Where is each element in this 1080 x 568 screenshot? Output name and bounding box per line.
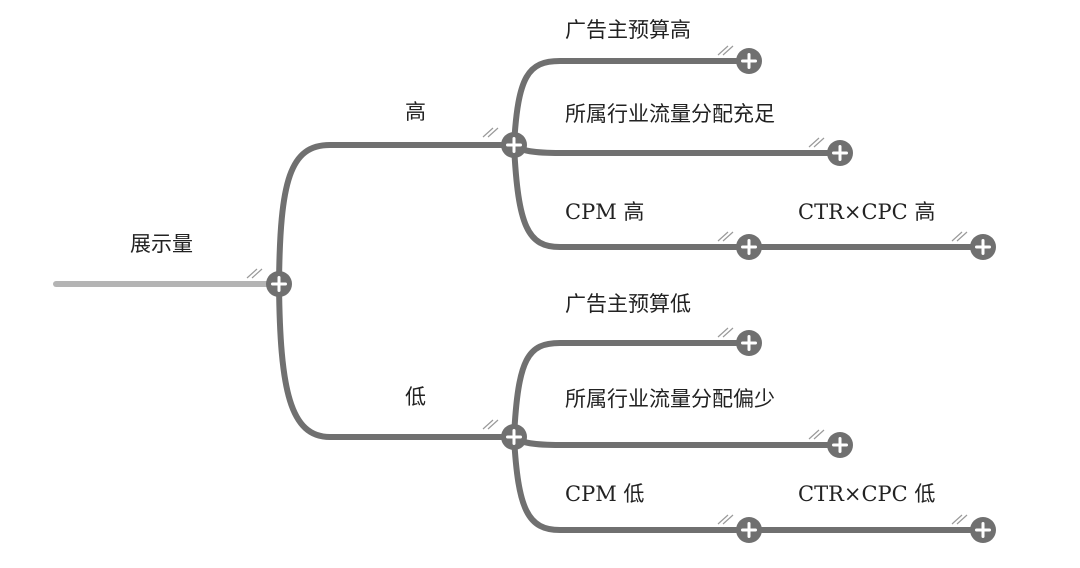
low-ctr-double-slash-icon [951, 514, 968, 525]
high-ctr-expand-icon[interactable] [970, 234, 996, 260]
high-traffic-expand-icon[interactable] [827, 140, 853, 166]
high-cpm-sub-label: CTR×CPC 高 [798, 200, 936, 224]
low-child-cpm-label: CPM 低 [565, 482, 645, 506]
high-cpm-double-slash-icon [717, 231, 734, 242]
low-child-traffic-label: 所属行业流量分配偏少 [565, 387, 775, 411]
low-branch-expand-icon[interactable] [501, 424, 527, 450]
connector-root-low [276, 281, 505, 440]
root-label: 展示量 [130, 232, 193, 256]
high-ctr-double-slash-icon [951, 231, 968, 242]
root-double-slash-icon [246, 268, 263, 279]
low-traffic-expand-icon[interactable] [827, 432, 853, 458]
high-budget-double-slash-icon [717, 45, 734, 56]
low-connector-budget [511, 340, 740, 440]
high-connector-traffic [511, 142, 831, 156]
high-connector-budget [511, 58, 740, 148]
high-branch-expand-icon[interactable] [501, 132, 527, 158]
low-traffic-double-slash-icon [808, 429, 825, 440]
connector-root-high [276, 142, 505, 287]
high-traffic-double-slash-icon [808, 137, 825, 148]
root-expand-icon[interactable] [266, 271, 292, 297]
low-budget-expand-icon[interactable] [736, 330, 762, 356]
low-ctr-expand-icon[interactable] [970, 517, 996, 543]
high-double-slash-icon [482, 127, 499, 138]
high-child-cpm-label: CPM 高 [565, 200, 645, 224]
high-connector-cpm [511, 142, 740, 250]
low-cpm-double-slash-icon [717, 514, 734, 525]
high-child-traffic-label: 所属行业流量分配充足 [565, 102, 775, 126]
low-connector-traffic [511, 434, 831, 448]
branch-high-label: 高 [405, 100, 426, 124]
low-double-slash-icon [482, 419, 499, 430]
low-cpm-expand-icon[interactable] [736, 517, 762, 543]
high-budget-expand-icon[interactable] [736, 48, 762, 74]
low-connector-cpm [511, 434, 740, 533]
low-child-budget-label: 广告主预算低 [565, 292, 691, 316]
low-cpm-sub-label: CTR×CPC 低 [798, 482, 936, 506]
branch-low-label: 低 [405, 385, 426, 409]
high-cpm-expand-icon[interactable] [736, 234, 762, 260]
low-budget-double-slash-icon [717, 327, 734, 338]
high-child-budget-label: 广告主预算高 [565, 18, 691, 42]
